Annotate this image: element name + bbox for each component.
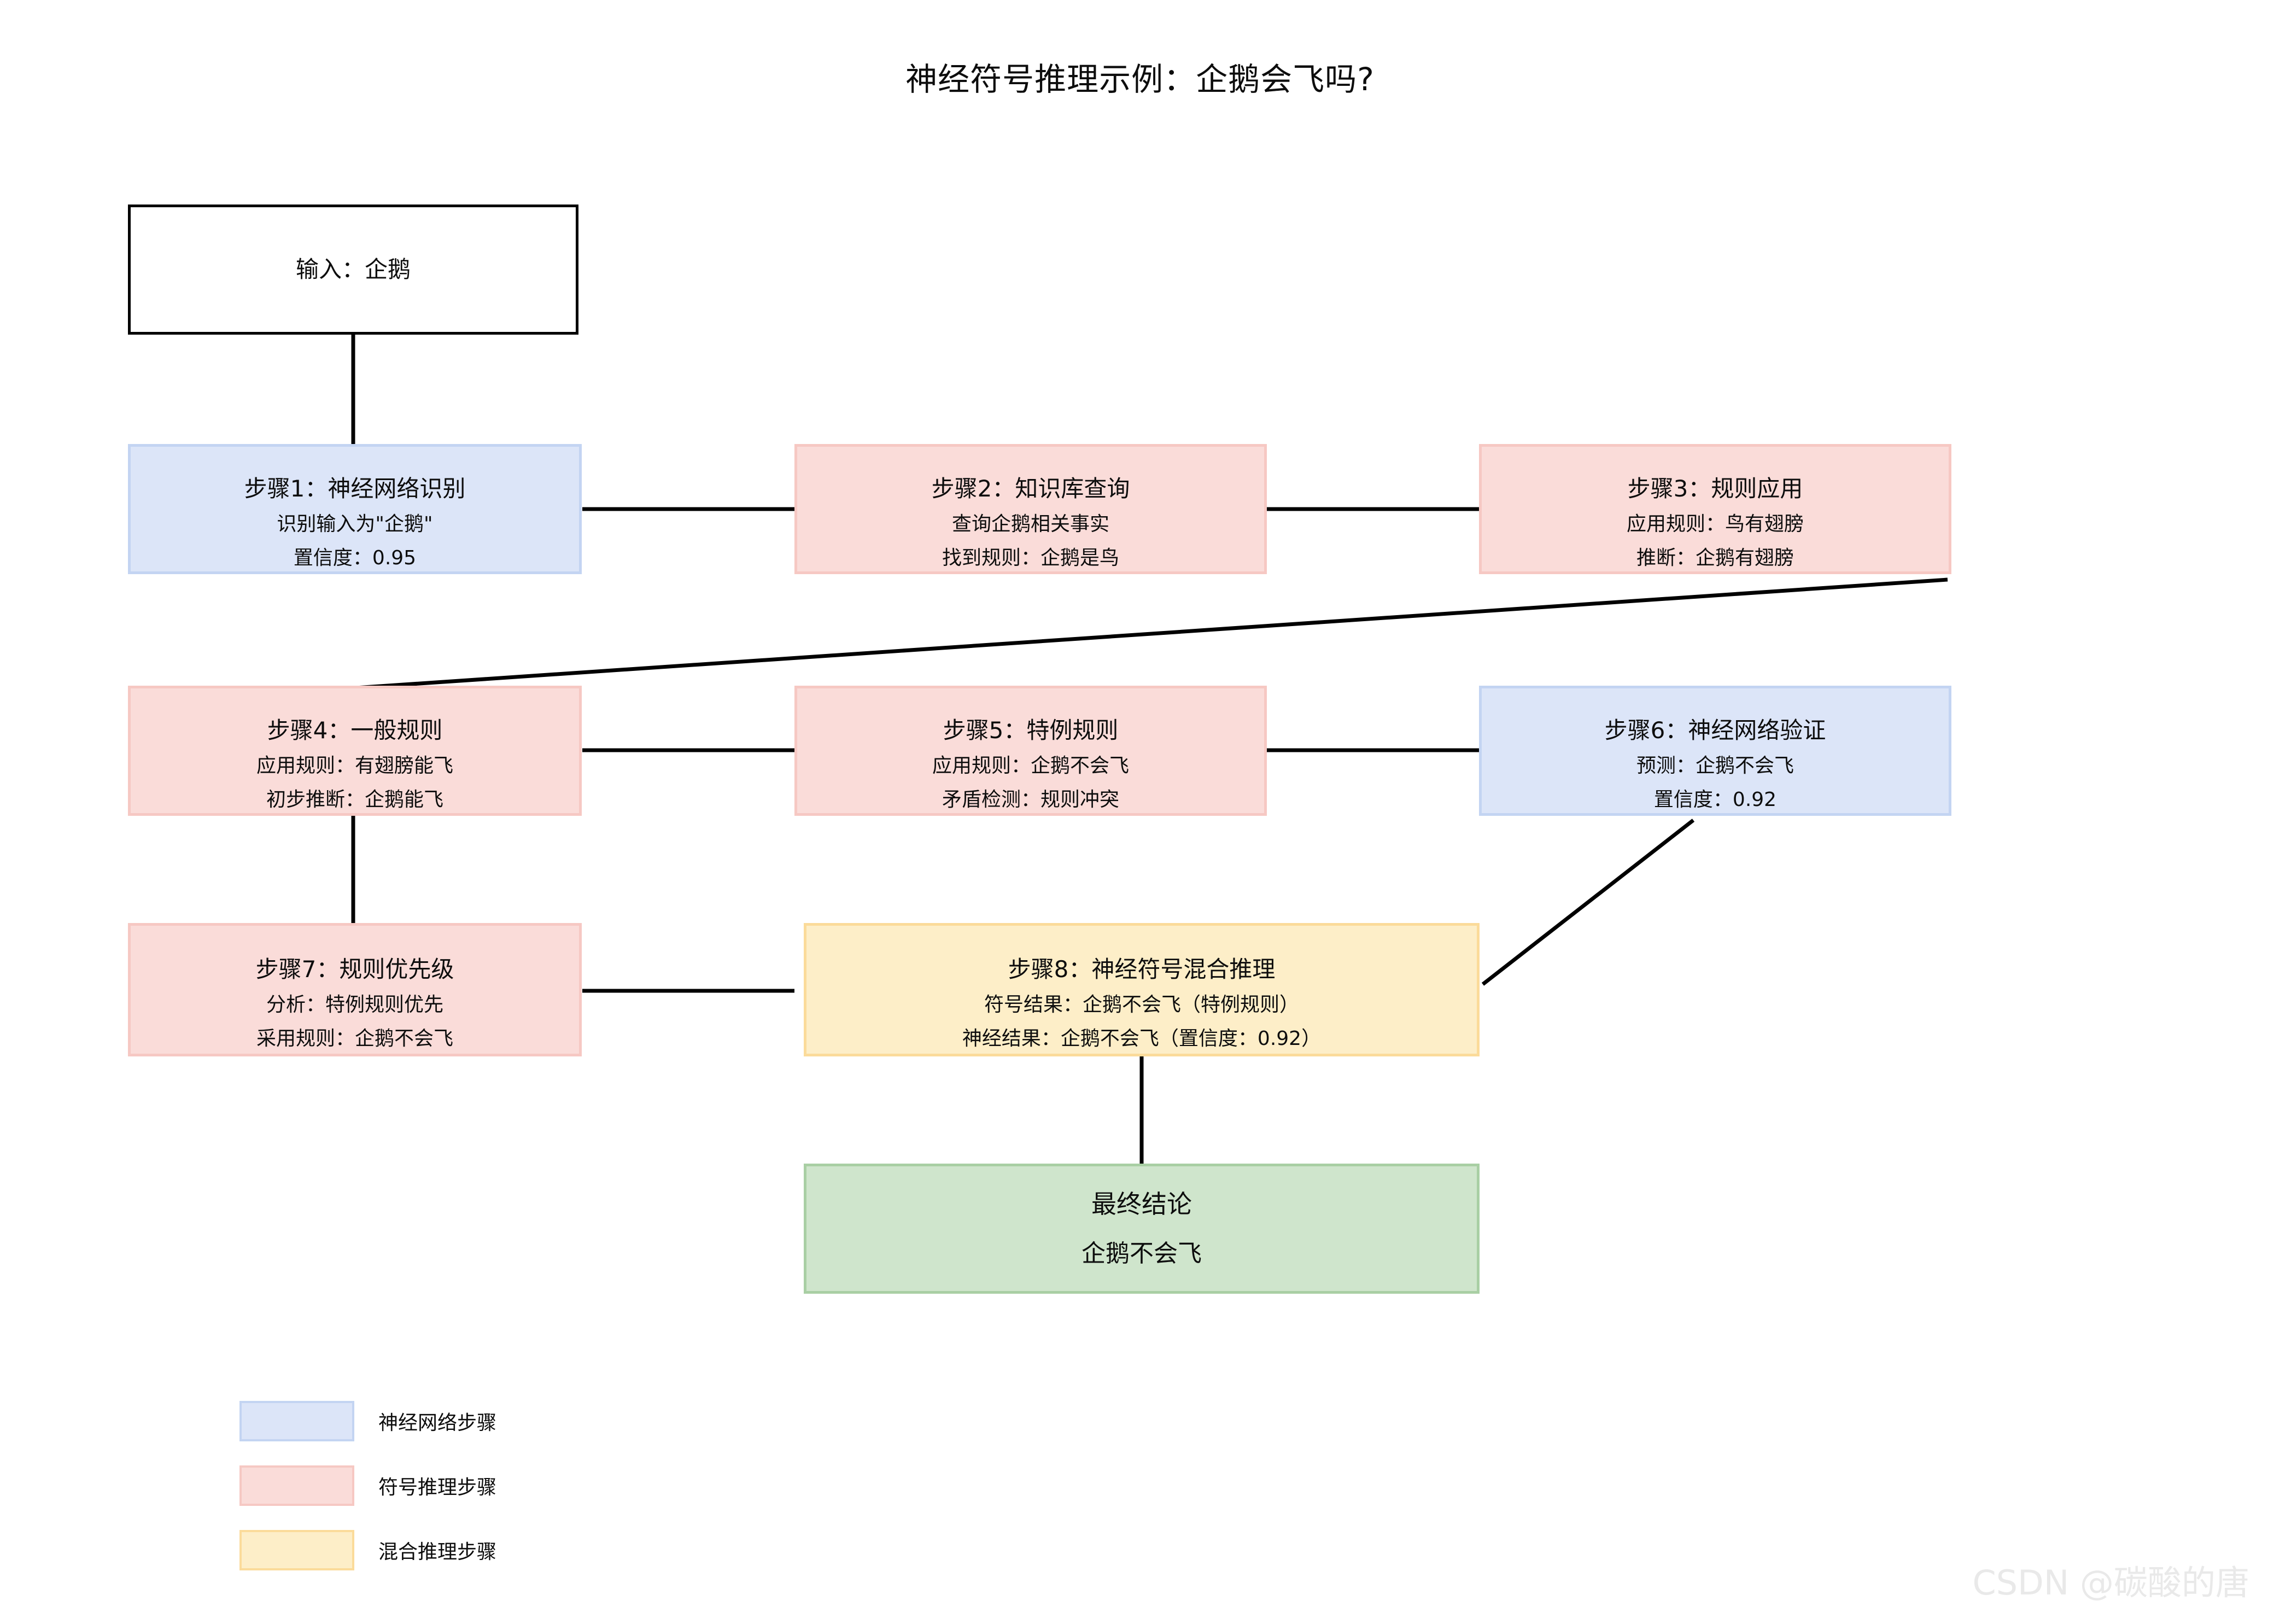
legend-item-symbolic: 符号推理步骤	[239, 1464, 496, 1507]
legend-label-symbolic: 符号推理步骤	[378, 1476, 497, 1499]
node-step5[interactable]: 步骤5：特例规则 应用规则：企鹅不会飞 矛盾检测：规则冲突	[794, 686, 1267, 816]
node-step2[interactable]: 步骤2：知识库查询 查询企鹅相关事实 找到规则：企鹅是鸟	[794, 444, 1267, 574]
node-step4-title: 步骤4：一般规则	[267, 716, 443, 744]
node-step8-title: 步骤8：神经符号混合推理	[1008, 955, 1276, 983]
node-step6-title: 步骤6：神经网络验证	[1604, 716, 1826, 744]
node-step5-text: 步骤5：特例规则 应用规则：企鹅不会飞 矛盾检测：规则冲突	[932, 716, 1130, 811]
legend-item-hybrid: 混合推理步骤	[239, 1529, 496, 1572]
node-step3[interactable]: 步骤3：规则应用 应用规则：鸟有翅膀 推断：企鹅有翅膀	[1479, 444, 1951, 574]
legend-swatch-hybrid	[239, 1530, 354, 1570]
node-step6[interactable]: 步骤6：神经网络验证 预测：企鹅不会飞 置信度：0.92	[1479, 686, 1951, 816]
node-final-text: 最终结论 企鹅不会飞	[1081, 1191, 1202, 1266]
node-step3-line2: 应用规则：鸟有翅膀	[1626, 512, 1804, 535]
page-title: 神经符号推理示例：企鹅会飞吗?	[905, 61, 1375, 98]
legend: 神经网络步骤 符号推理步骤 混合推理步骤	[239, 1400, 496, 1593]
node-step1-line2: 识别输入为"企鹅"	[277, 512, 433, 535]
node-step2-title: 步骤2：知识库查询	[931, 475, 1130, 502]
node-step6-text: 步骤6：神经网络验证 预测：企鹅不会飞 置信度：0.92	[1604, 716, 1826, 811]
node-step4-line3: 初步推断：企鹅能飞	[266, 788, 444, 811]
node-step7[interactable]: 步骤7：规则优先级 分析：特例规则优先 采用规则：企鹅不会飞	[128, 923, 582, 1056]
node-input-title: 输入：企鹅	[295, 256, 411, 283]
node-final[interactable]: 最终结论 企鹅不会飞	[804, 1164, 1480, 1294]
node-step1-text: 步骤1：神经网络识别 识别输入为"企鹅" 置信度：0.95	[244, 477, 466, 568]
node-step8-line2: 符号结果：企鹅不会飞（特例规则）	[984, 993, 1300, 1016]
node-step4-line2: 应用规则：有翅膀能飞	[256, 754, 454, 777]
node-step7-title: 步骤7：规则优先级	[255, 955, 454, 983]
node-final-title: 最终结论	[1091, 1189, 1192, 1219]
node-step6-line2: 预测：企鹅不会飞	[1636, 754, 1794, 777]
legend-label-neural: 神经网络步骤	[378, 1412, 497, 1434]
node-step1-line3: 置信度：0.95	[293, 546, 417, 569]
node-step3-title: 步骤3：规则应用	[1627, 475, 1803, 502]
edge-step3-step4	[355, 577, 1948, 690]
node-step1-title: 步骤1：神经网络识别	[244, 475, 466, 502]
node-step3-text: 步骤3：规则应用 应用规则：鸟有翅膀 推断：企鹅有翅膀	[1627, 477, 1804, 568]
node-step2-line2: 查询企鹅相关事实	[951, 512, 1110, 535]
node-step8[interactable]: 步骤8：神经符号混合推理 符号结果：企鹅不会飞（特例规则） 神经结果：企鹅不会飞…	[804, 923, 1480, 1056]
node-step2-text: 步骤2：知识库查询 查询企鹅相关事实 找到规则：企鹅是鸟	[932, 477, 1130, 568]
node-step8-line3: 神经结果：企鹅不会飞（置信度：0.92）	[962, 1027, 1322, 1050]
legend-swatch-neural	[239, 1401, 354, 1441]
node-step3-line3: 推断：企鹅有翅膀	[1636, 546, 1794, 569]
node-step5-line2: 应用规则：企鹅不会飞	[932, 754, 1130, 777]
node-step7-text: 步骤7：规则优先级 分析：特例规则优先 采用规则：企鹅不会飞	[255, 955, 454, 1050]
node-input[interactable]: 输入：企鹅	[128, 205, 578, 335]
watermark: CSDN @碳酸的唐	[1972, 1563, 2249, 1603]
edge-step6-step8	[1481, 819, 1695, 986]
node-step5-line3: 矛盾检测：规则冲突	[942, 788, 1120, 811]
node-step8-text: 步骤8：神经符号混合推理 符号结果：企鹅不会飞（特例规则） 神经结果：企鹅不会飞…	[962, 955, 1322, 1050]
legend-item-neural: 神经网络步骤	[239, 1400, 496, 1442]
node-input-text: 输入：企鹅	[296, 258, 411, 281]
node-step7-line2: 分析：特例规则优先	[266, 993, 444, 1016]
node-step4[interactable]: 步骤4：一般规则 应用规则：有翅膀能飞 初步推断：企鹅能飞	[128, 686, 582, 816]
node-step1[interactable]: 步骤1：神经网络识别 识别输入为"企鹅" 置信度：0.95	[128, 444, 582, 574]
legend-swatch-symbolic	[239, 1465, 354, 1506]
node-step2-line3: 找到规则：企鹅是鸟	[942, 546, 1120, 569]
node-step4-text: 步骤4：一般规则 应用规则：有翅膀能飞 初步推断：企鹅能飞	[256, 716, 454, 811]
legend-label-hybrid: 混合推理步骤	[378, 1541, 497, 1563]
node-step6-line3: 置信度：0.92	[1653, 788, 1777, 811]
node-step5-title: 步骤5：特例规则	[943, 716, 1119, 744]
node-step7-line3: 采用规则：企鹅不会飞	[256, 1027, 454, 1050]
node-final-line2: 企鹅不会飞	[1081, 1240, 1202, 1267]
